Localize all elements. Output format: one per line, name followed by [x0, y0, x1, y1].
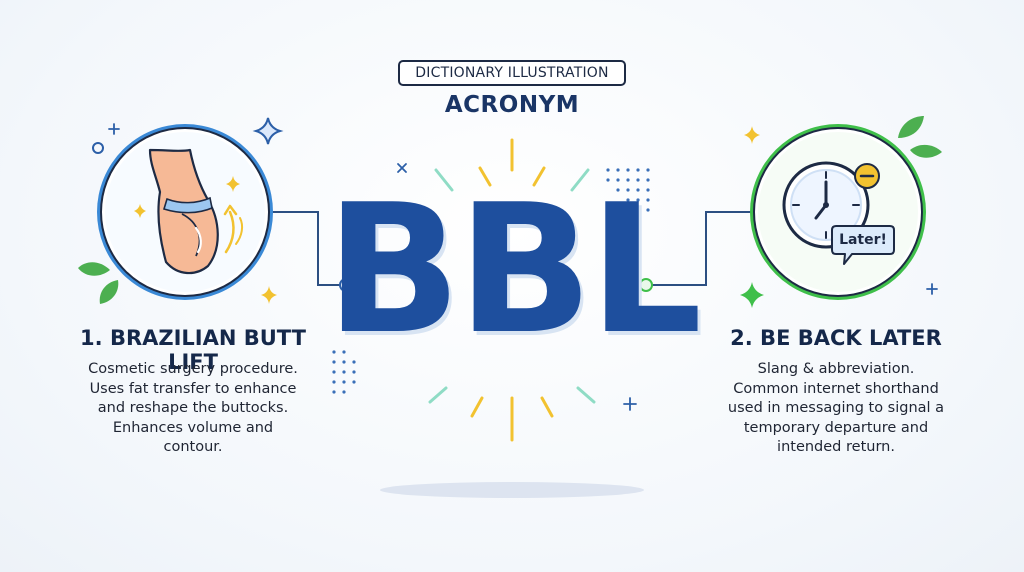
- meaning-description-1: Cosmetic surgery procedure. Uses fat tra…: [50, 360, 336, 458]
- ray-burst: [428, 138, 596, 442]
- acronym-title: BBL: [325, 166, 703, 373]
- leaf-icon-right: [898, 116, 942, 158]
- sparkle-crosses: [108, 123, 938, 411]
- description-line: Cosmetic surgery procedure.: [88, 361, 298, 377]
- header-badge: DICTIONARY ILLUSTRATION: [398, 60, 626, 86]
- meaning-title-1: 1. BRAZILIAN BUTT LIFT: [80, 326, 306, 374]
- star-blue-left: [252, 117, 284, 145]
- clock-icon: [750, 124, 926, 300]
- dot-grid-upper-right: [606, 168, 650, 212]
- meaning-title-2: 2. BE BACK LATER: [730, 326, 942, 350]
- connector-left: [262, 211, 340, 286]
- description-line: Enhances volume and: [112, 419, 274, 436]
- star-yellow-left: [261, 286, 277, 304]
- description-line: contour.: [163, 439, 223, 455]
- meaning-description-2: Slang & abbreviation. Common internet sh…: [708, 360, 964, 458]
- dot-grid-lower-left: [332, 350, 356, 394]
- description-line: intended return.: [777, 439, 895, 455]
- connector-right: [652, 211, 761, 286]
- acronym-shadow: [380, 482, 644, 498]
- buttocks-lift-icon: [97, 124, 273, 300]
- leaf-icon-left: [78, 262, 119, 304]
- description-line: used in messaging to signal a: [727, 400, 945, 416]
- connector-left-dot: [339, 278, 353, 292]
- description-line: temporary departure and: [743, 419, 929, 436]
- description-line: Slang & abbreviation.: [757, 361, 915, 377]
- page-subtitle: ACRONYM: [444, 92, 580, 118]
- description-line: Common internet shorthand: [733, 380, 939, 397]
- star-yellow-right: [744, 126, 760, 144]
- description-line: and reshape the buttocks.: [97, 400, 289, 416]
- connector-right-dot: [639, 278, 653, 292]
- speech-bubble-text: Later!: [839, 232, 887, 248]
- ring-dot-left: [92, 142, 104, 154]
- star-green-right: [740, 282, 764, 308]
- description-line: Uses fat transfer to enhance: [89, 380, 297, 397]
